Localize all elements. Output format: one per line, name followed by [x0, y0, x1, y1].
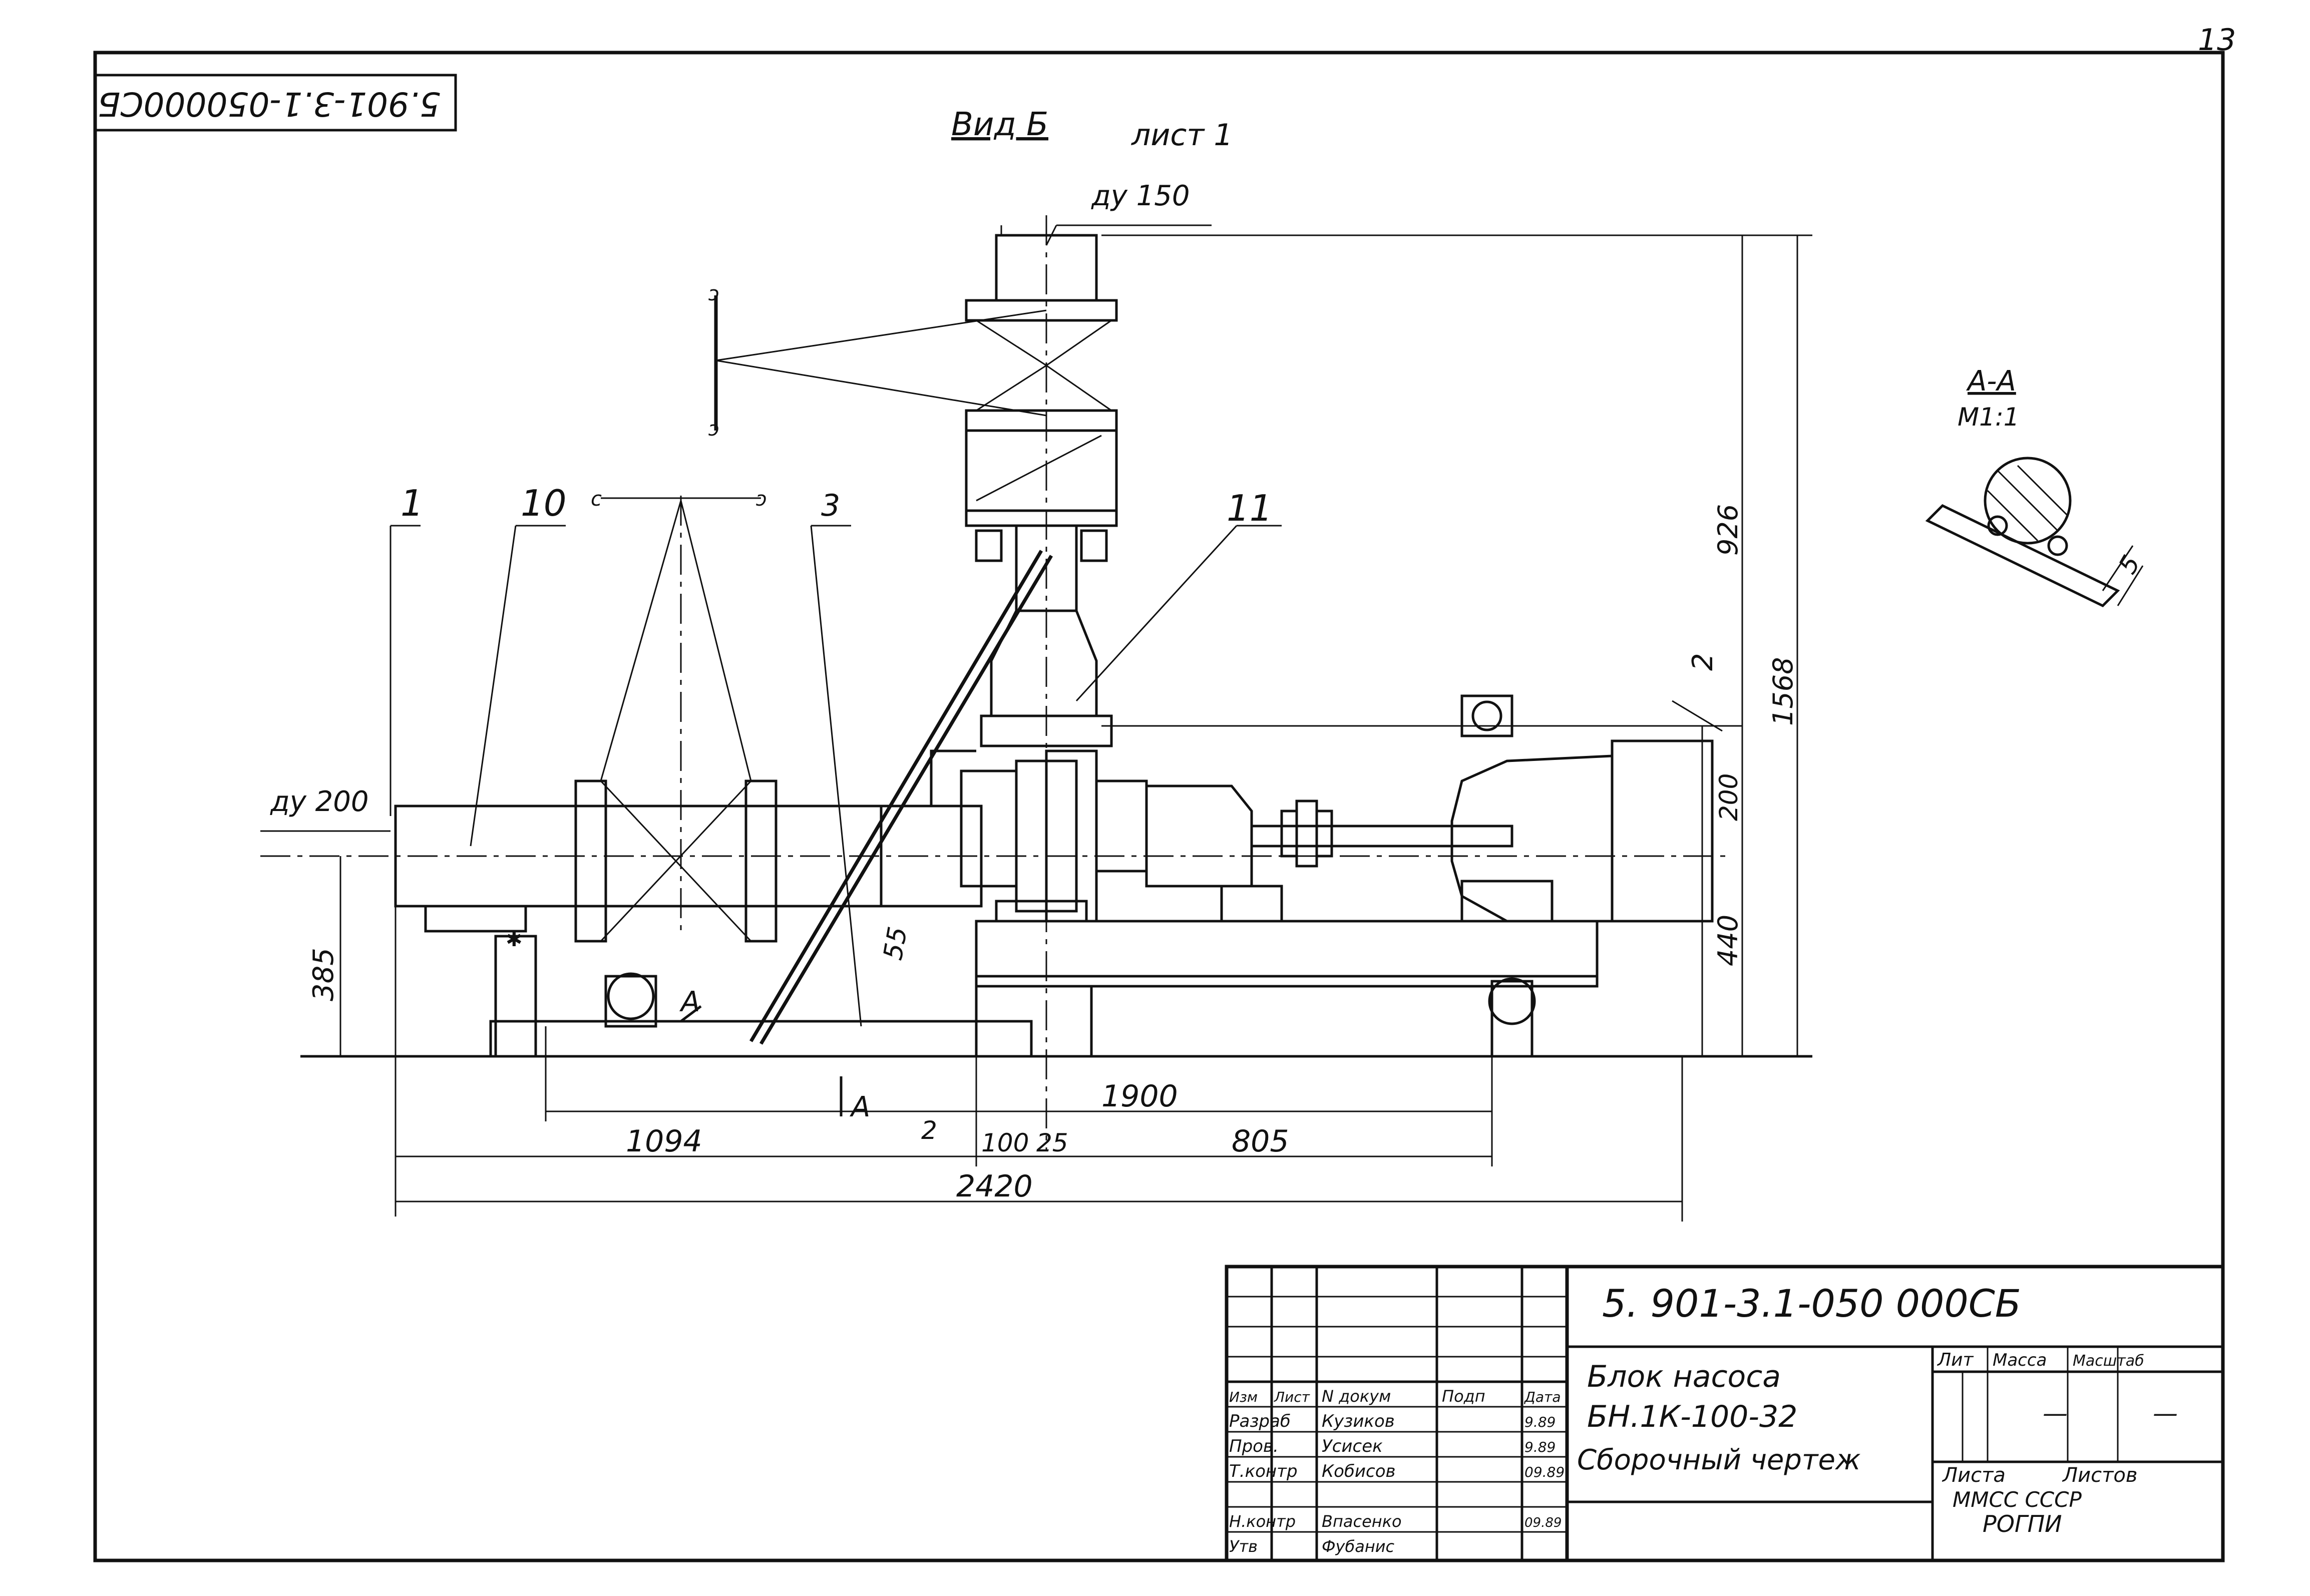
shaft-coupling: [1250, 800, 1513, 868]
view-sheet-label: лист 1: [1131, 118, 1233, 153]
dim-25: 25: [1036, 1128, 1068, 1157]
tb-sheet: Листа: [1942, 1464, 2006, 1487]
tb-name3: Сборочный чертеж: [1577, 1444, 1860, 1476]
tb-sheets: Листов: [2062, 1464, 2137, 1487]
label-pos3: 3: [821, 488, 840, 523]
svg-text:09.89: 09.89: [1524, 1464, 1565, 1480]
page-number: 13: [2198, 23, 2236, 58]
dim-200: 200: [1714, 773, 1743, 821]
label-pos10: 10: [521, 482, 567, 524]
tb-mass: Масса: [1993, 1350, 2047, 1370]
dim-926: 926: [1712, 504, 1744, 556]
dim-55: 55: [878, 925, 914, 963]
tb-designation: 5. 901-3.1-050 000СБ: [1602, 1281, 2021, 1326]
svg-text:Подп: Подп: [1442, 1387, 1485, 1406]
dim-2420: 2420: [956, 1169, 1033, 1204]
sheet-frame: [93, 51, 2225, 1562]
view-title: Вид Б: [951, 106, 1048, 143]
svg-text:Кобисов: Кобисов: [1322, 1461, 1396, 1481]
dim-440: 440: [1712, 915, 1744, 966]
dim-1094: 1094: [626, 1124, 702, 1159]
tb-name2: БН.1К-100-32: [1587, 1399, 1797, 1434]
dim-1900: 1900: [1101, 1079, 1178, 1114]
dim-805: 805: [1232, 1124, 1289, 1159]
suction-pipe: [394, 749, 983, 908]
svg-text:Дата: Дата: [1523, 1389, 1561, 1405]
tb-mass-val: —: [2043, 1399, 2068, 1428]
title-block: 5. 901-3.1-050 000СБ Блок насоса БН.1К-1…: [1225, 1265, 2225, 1562]
label-pos2b: 2: [921, 1116, 937, 1145]
svg-text:Усисек: Усисек: [1322, 1436, 1383, 1456]
svg-text:ɔ: ɔ: [708, 282, 719, 305]
discharge-riser: ɔ ɔ: [708, 234, 1118, 747]
diagonal-pipe: [749, 550, 1043, 1042]
label-du200: ду 200: [270, 785, 369, 818]
svg-text:М1:1: М1:1: [1958, 403, 2020, 432]
tb-scale: Масштаб: [2073, 1352, 2144, 1370]
base-frame-right: [975, 885, 1599, 1058]
pump-body: [960, 749, 1253, 923]
tb-org1: ММСС СССР: [1953, 1487, 2082, 1512]
svg-text:✱: ✱: [506, 928, 523, 951]
svg-text:c: c: [591, 488, 602, 511]
electric-motor: [1450, 694, 1714, 923]
svg-text:Изм: Изм: [1229, 1389, 1258, 1405]
stamp-box: 5.901-3.1-050000СБ: [94, 74, 457, 132]
svg-text:Утв: Утв: [1229, 1537, 1258, 1556]
tb-scale-val: —: [2153, 1399, 2178, 1428]
svg-text:Разраб: Разраб: [1229, 1411, 1291, 1431]
svg-text:9.89: 9.89: [1524, 1439, 1556, 1455]
tb-org2: РОГПИ: [1983, 1510, 2062, 1537]
svg-text:N докум: N докум: [1322, 1387, 1391, 1406]
svg-text:5.901-3.1-050000СБ: 5.901-3.1-050000СБ: [98, 85, 441, 123]
dim-385: 385: [307, 948, 340, 1001]
svg-text:Н.контр: Н.контр: [1229, 1512, 1296, 1531]
label-pos1: 1: [401, 482, 424, 524]
label-sec-a-bottom: А: [850, 1091, 870, 1123]
section-detail: А-А М1:1 5: [1925, 365, 2146, 608]
svg-text:Фубанис: Фубанис: [1322, 1537, 1395, 1556]
dim-100: 100: [981, 1128, 1029, 1157]
tb-lit: Лит: [1937, 1350, 1974, 1370]
svg-text:ɔ: ɔ: [708, 418, 719, 441]
base-frame-left: ✱: [424, 905, 1033, 1058]
tb-name1: Блок насоса: [1587, 1359, 1781, 1394]
svg-text:Лист: Лист: [1274, 1389, 1310, 1405]
label-sec-a-top: А: [679, 986, 700, 1018]
svg-text:9.89: 9.89: [1524, 1414, 1556, 1430]
pump-assembly-drawing: c ɔ ✱: [260, 215, 1812, 1222]
svg-text:Впасенко: Впасенко: [1322, 1512, 1402, 1531]
label-pos11: 11: [1227, 487, 1273, 529]
svg-text:5: 5: [2113, 550, 2146, 579]
svg-text:Кузиков: Кузиков: [1322, 1411, 1395, 1431]
svg-text:Т.контр: Т.контр: [1229, 1461, 1298, 1481]
svg-text:09.89: 09.89: [1524, 1515, 1562, 1530]
dim-1568: 1568: [1767, 657, 1799, 726]
compensator-left: c ɔ: [574, 488, 778, 943]
svg-text:ɔ: ɔ: [756, 488, 767, 511]
svg-text:А-А: А-А: [1966, 365, 2016, 397]
svg-text:Пров.: Пров.: [1229, 1436, 1279, 1456]
label-du150: ду 150: [1091, 180, 1190, 212]
label-pos2a: 2: [1687, 653, 1719, 671]
